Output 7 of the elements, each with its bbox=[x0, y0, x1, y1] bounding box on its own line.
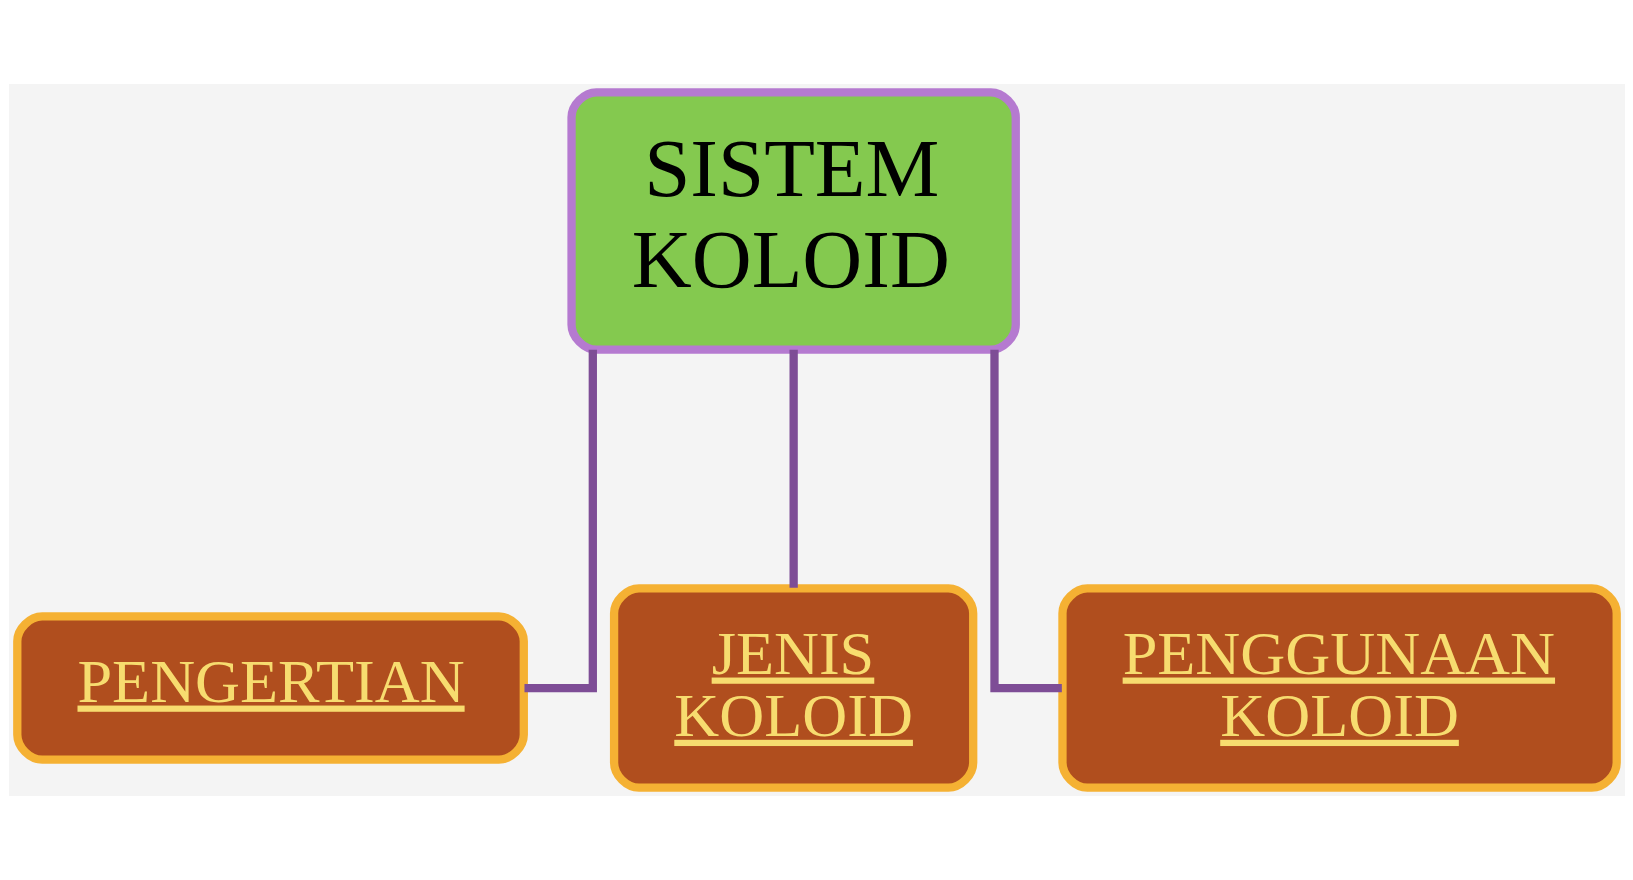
connector bbox=[989, 349, 1062, 693]
node-box: PENGGUNAAN KOLOID bbox=[1057, 584, 1621, 792]
connector bbox=[524, 349, 597, 693]
node-box: SISTEM KOLOID bbox=[566, 88, 1020, 354]
connector bbox=[789, 349, 798, 588]
node-box: PENGERTIAN bbox=[12, 612, 528, 764]
node-box: JENIS KOLOID bbox=[609, 584, 977, 792]
